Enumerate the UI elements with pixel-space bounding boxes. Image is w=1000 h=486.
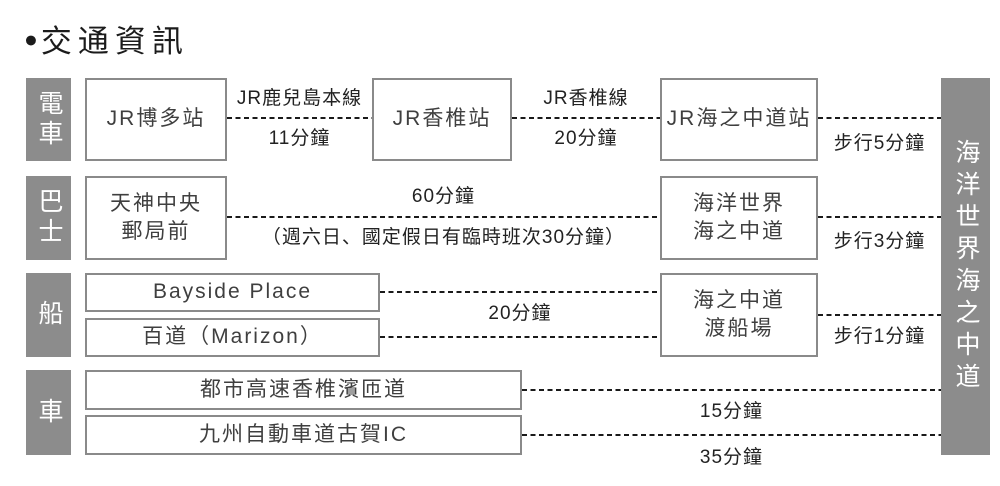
ship-walk-line [818,314,941,316]
ship-walk-label: 步行1分鐘 [833,326,926,347]
car-route-box-kyushu-expressway: 九州自動車道古賀IC [85,415,522,455]
ship-leg-line-upper [380,291,660,293]
mode-label-train: 電車 [26,78,71,161]
train-walk-label: 步行5分鐘 [833,133,926,154]
bus-note-label: （週六日、國定假日有臨時班次30分鐘） [261,227,626,248]
car-route-box-urban-expressway: 都市高速香椎濱匝道 [85,370,522,410]
car-route2-text: 九州自動車道古賀IC [199,422,408,446]
station-box-uminonakamichi-text: JR海之中道站 [666,107,812,131]
mode-label-bus: 巴士 [26,176,71,260]
train-leg1-time-label: 11分鐘 [268,128,331,149]
train-leg1-route-label: JR鹿兒島本線 [236,88,363,109]
bus-leg-line [227,216,660,218]
bus-stop-line2: 海之中道 [693,220,785,243]
mode-label-ship-text: 船 [35,300,63,330]
ship-leg-line-lower [380,336,660,338]
mode-label-car: 車 [26,370,71,455]
bus-origin-line2: 郵局前 [121,220,191,243]
mode-label-bus-text: 巴士 [35,188,63,248]
train-leg1-line [227,117,372,119]
ship-terminal-box: 海之中道 渡船場 [660,273,818,357]
page-title-text: 交通資訊 [40,24,189,59]
ship-origin-box-bayside: Bayside Place [85,273,380,312]
bus-time-label: 60分鐘 [411,186,476,207]
car-time2-label: 35分鐘 [699,447,764,468]
ship-origin-box-momochi: 百道（Marizon） [85,318,380,357]
mode-label-train-text: 電車 [35,89,63,150]
page-title: ● 交通資訊 [24,16,189,61]
ship-origin-bayside-text: Bayside Place [152,280,313,304]
station-box-kashii: JR香椎站 [372,78,512,161]
station-box-uminonakamichi: JR海之中道站 [660,78,818,161]
mode-label-ship: 船 [26,273,71,357]
ship-origin-momochi-text: 百道（Marizon） [142,325,323,349]
destination-bar: 海洋世界海之中道 [941,78,990,455]
bus-walk-line [818,216,941,218]
destination-bar-text: 海洋世界海之中道 [952,138,980,395]
mode-label-car-text: 車 [35,397,63,428]
car-leg2-line [522,434,941,436]
station-box-kashii-text: JR香椎站 [392,107,492,131]
train-leg2-route-label: JR香椎線 [543,88,629,109]
ship-terminal-line1: 海之中道 [693,288,785,312]
bus-origin-box: 天神中央 郵局前 [85,176,227,260]
car-leg1-line [522,389,941,391]
station-box-hakata: JR博多站 [85,78,227,161]
bullet-icon: ● [24,26,38,52]
ship-time-label: 20分鐘 [488,303,552,324]
train-leg2-time-label: 20分鐘 [554,128,618,149]
ship-terminal-line2: 渡船場 [704,317,774,340]
station-box-hakata-text: JR博多站 [106,107,206,131]
car-time1-label: 15分鐘 [699,401,764,422]
bus-origin-line1: 天神中央 [110,191,202,215]
bus-stop-box: 海洋世界 海之中道 [660,176,818,260]
train-leg2-line [512,117,660,119]
bus-walk-label: 步行3分鐘 [833,231,926,252]
train-walk-line [818,117,941,119]
car-route1-text: 都市高速香椎濱匝道 [200,377,407,401]
bus-stop-line1: 海洋世界 [693,191,785,215]
